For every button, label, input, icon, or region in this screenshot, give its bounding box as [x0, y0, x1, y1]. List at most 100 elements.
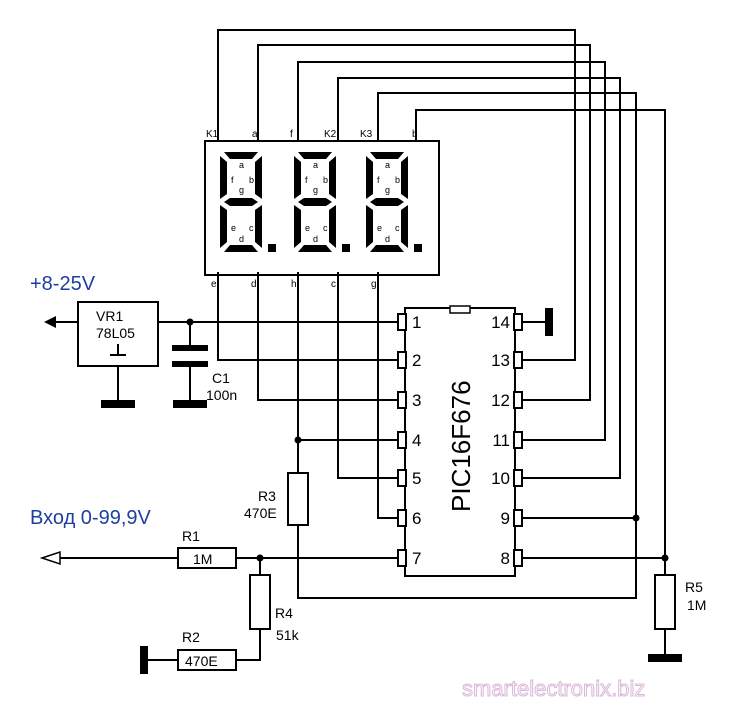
- mcu-pin-label: 10: [491, 469, 510, 488]
- r5-value: 1M: [687, 597, 706, 613]
- regulator-vr1: VR1 78L05: [44, 301, 159, 408]
- mcu-pin-label: 3: [412, 391, 421, 410]
- segment-f: [366, 156, 373, 199]
- mcu-pin-pad: [513, 549, 523, 567]
- segment-letter: e: [305, 223, 310, 233]
- input-divider: R1 1M R4 51k R2 470E: [39, 528, 398, 674]
- mcu-pin-pad: [397, 431, 407, 449]
- watermark: smartelectronix.biz: [462, 676, 645, 701]
- display-bottom-pin-labels: e d h c g: [211, 279, 377, 290]
- segment-letter: c: [395, 223, 400, 233]
- mcu-pin-label: 14: [491, 313, 510, 332]
- segment-b: [255, 156, 262, 199]
- decimal-point: [268, 244, 276, 252]
- segment-letter: e: [377, 223, 382, 233]
- segment-letter: c: [249, 223, 254, 233]
- segment-e: [366, 205, 373, 248]
- mcu-pin-pad: [513, 431, 523, 449]
- mcu-pin-pad: [397, 469, 407, 487]
- pin-label-c: c: [331, 279, 336, 290]
- decimal-point: [414, 244, 422, 252]
- pin-label-e: e: [211, 279, 217, 290]
- mcu-pin-pad: [397, 391, 407, 409]
- pin-label-h: h: [291, 279, 297, 290]
- r3-name: R3: [258, 488, 276, 504]
- r3-value: 470E: [244, 505, 277, 521]
- mcu-pin-pad: [397, 549, 407, 567]
- mcu-pin-pad: [513, 391, 523, 409]
- display-top-pin-labels: K1 a f K2 K3 b: [206, 129, 418, 140]
- segment-letter: d: [239, 234, 244, 244]
- decimal-point: [342, 244, 350, 252]
- capacitor-c1: C1 100n: [172, 322, 237, 408]
- notch-icon: [449, 305, 471, 314]
- mcu-pin-pad: [397, 313, 407, 331]
- ground-icon: [101, 400, 135, 408]
- mcu-pin-label: 1: [412, 313, 421, 332]
- regulator-name: VR1: [96, 308, 123, 324]
- segment-letter: a: [313, 160, 318, 170]
- mcu-pin-label: 11: [492, 431, 510, 450]
- segment-b: [401, 156, 408, 199]
- segment-letter: f: [305, 175, 308, 185]
- pin-label-k3: K3: [360, 129, 373, 140]
- r4-value: 51k: [276, 627, 300, 643]
- r2-name: R2: [182, 629, 200, 645]
- segment-c: [329, 205, 336, 248]
- input-arrow-icon: [39, 550, 61, 566]
- r4-name: R4: [275, 605, 293, 621]
- segment-letter: e: [231, 223, 236, 233]
- segment-d: [370, 245, 404, 252]
- segment-g: [370, 198, 404, 206]
- mcu-pin-label: 7: [412, 549, 421, 568]
- segment-letter: g: [385, 185, 390, 195]
- mcu-pin-pad: [513, 313, 523, 331]
- cap-name: C1: [212, 370, 230, 386]
- segment-letter: b: [323, 175, 328, 185]
- r2-value: 470E: [185, 653, 218, 669]
- mcu-pin-label: 4: [412, 431, 421, 450]
- segment-b: [329, 156, 336, 199]
- input-label: Вход 0-99,9V: [30, 507, 152, 529]
- pin-label-b: b: [412, 129, 418, 140]
- pin-label-k2: K2: [324, 129, 337, 140]
- mcu-pin-label: 5: [412, 469, 421, 488]
- segment-letter: f: [231, 175, 234, 185]
- segment-letter: b: [395, 175, 400, 185]
- pin-label-g: g: [371, 279, 377, 290]
- ground-icon: [173, 400, 207, 408]
- segment-letter: b: [249, 175, 254, 185]
- display-top-wires: [217, 29, 666, 558]
- segment-letter: a: [385, 160, 390, 170]
- pin-label-a: a: [252, 129, 258, 140]
- resistor-r5: R5 1M: [522, 557, 706, 662]
- segment-letter: g: [313, 185, 318, 195]
- segment-a: [370, 152, 404, 159]
- segment-letter: c: [323, 223, 328, 233]
- ground-icon: [140, 646, 148, 674]
- segment-g: [298, 198, 332, 206]
- ground-icon: [648, 654, 682, 662]
- segment-a: [224, 152, 258, 159]
- mcu-pin-label: 8: [501, 549, 510, 568]
- segment-e: [294, 205, 301, 248]
- cap-value: 100n: [206, 387, 237, 403]
- segment-e: [220, 205, 227, 248]
- mcu-pin-label: 2: [412, 351, 421, 370]
- segment-g: [224, 198, 258, 206]
- mcu-pin-label: 13: [491, 351, 510, 370]
- mcu-pin-pad: [397, 509, 407, 527]
- segment-letter: d: [385, 234, 390, 244]
- supply-label: +8-25V: [30, 273, 96, 295]
- segment-letter: d: [313, 234, 318, 244]
- segment-f: [220, 156, 227, 199]
- regulator-part: 78L05: [96, 325, 135, 341]
- supply-arrow-icon: [44, 316, 56, 328]
- mcu-pin-label: 9: [501, 509, 510, 528]
- segment-a: [298, 152, 332, 159]
- mcu-pin-label: 12: [491, 391, 510, 410]
- segment-f: [294, 156, 301, 199]
